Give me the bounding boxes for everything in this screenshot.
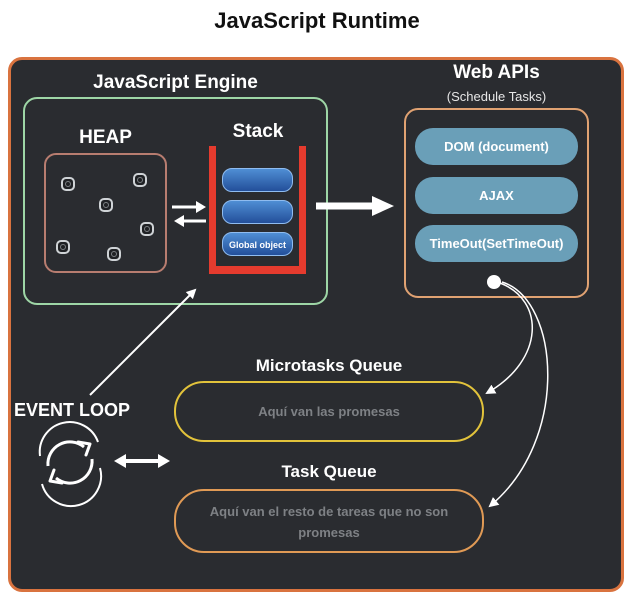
- stack-floor: [209, 266, 306, 274]
- microtasks-queue-box: Aquí van las promesas: [174, 381, 484, 442]
- refresh-cycle-icon: [38, 421, 103, 508]
- stack-title: Stack: [232, 121, 284, 142]
- web-apis-title: Web APIs: [453, 62, 540, 83]
- stack-to-webapis-arrow: [316, 196, 394, 216]
- engine-box: [23, 97, 328, 305]
- heap-stack-arrows: [172, 201, 206, 227]
- web-api-item-dom: DOM (document): [415, 128, 578, 165]
- task-queue-title: Task Queue: [281, 462, 377, 481]
- web-api-item-timeout: TimeOut(SetTimeOut): [415, 225, 578, 262]
- heap-object: [61, 177, 75, 191]
- callback-connectors: [485, 275, 549, 508]
- stack-wall-left: [209, 146, 216, 274]
- heap-box: [44, 153, 167, 273]
- stack-frame: [222, 200, 293, 224]
- web-api-item-ajax: AJAX: [415, 177, 578, 214]
- callback-dot: [487, 275, 501, 289]
- heap-title: HEAP: [79, 127, 132, 148]
- page-title: JavaScript Runtime: [214, 8, 420, 33]
- web-apis-subtitle: (Schedule Tasks): [446, 89, 547, 104]
- microtasks-queue-title: Microtasks Queue: [255, 356, 403, 375]
- heap-object: [140, 222, 154, 236]
- stack-wall-right: [299, 146, 306, 274]
- web-apis-box: [404, 108, 589, 298]
- heap-object: [107, 247, 121, 261]
- stack-frame-global-label: Global object: [228, 240, 286, 250]
- heap-object: [133, 173, 147, 187]
- heap-object: [99, 198, 113, 212]
- stack-frame-global: [222, 232, 293, 256]
- heap-object: [56, 240, 70, 254]
- event-loop-to-stack-arrow: [89, 288, 197, 396]
- task-queue-box: Aquí van el resto de tareas que no son p…: [174, 489, 484, 553]
- engine-title: JavaScript Engine: [93, 72, 258, 93]
- event-loop-queue-arrow: [114, 454, 170, 468]
- event-loop-title: EVENT LOOP: [14, 400, 131, 420]
- stack-frame: [222, 168, 293, 192]
